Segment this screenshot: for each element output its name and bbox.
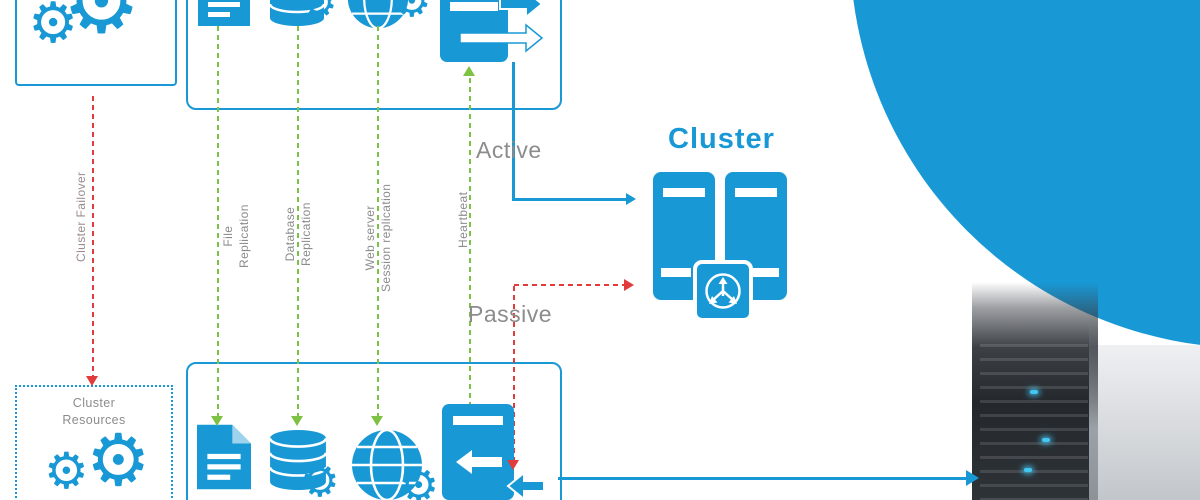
database-icon bbox=[270, 430, 326, 490]
rack-led bbox=[1024, 468, 1032, 472]
passive-server-icon bbox=[442, 404, 545, 500]
passive-connector-horizontal bbox=[514, 284, 626, 286]
active-label: Active bbox=[476, 137, 542, 163]
file-replication-line bbox=[217, 26, 219, 418]
rack-led bbox=[1030, 390, 1038, 394]
heartbeat-text: Heartbeat bbox=[456, 191, 470, 248]
database-replication-label: Database Replication bbox=[283, 202, 314, 266]
cluster-failover-label: Cluster Failover bbox=[74, 172, 90, 262]
passive-arrowhead-down bbox=[507, 460, 519, 470]
rack-led bbox=[1042, 438, 1050, 442]
gear-icon: ⚙ bbox=[86, 418, 151, 500]
file-replication-arrowhead bbox=[211, 416, 223, 426]
file-replication-label: File Replication bbox=[221, 204, 252, 268]
gear-icon: ⚙ bbox=[62, 0, 141, 53]
label-line: Replication bbox=[236, 204, 251, 268]
passive-label: Passive bbox=[468, 301, 553, 327]
gear-icon: ⚙ bbox=[300, 456, 340, 500]
rack-units bbox=[980, 344, 1088, 500]
web-session-replication-label: Web server Session replication bbox=[363, 184, 394, 292]
label-line: Database bbox=[283, 206, 297, 262]
label-line: Web server bbox=[363, 205, 377, 271]
cluster-failover-line bbox=[92, 96, 94, 378]
database-replication-line bbox=[297, 26, 299, 418]
active-server-icon bbox=[440, 0, 544, 62]
file-icon bbox=[197, 424, 251, 490]
active-connector-vertical bbox=[512, 62, 515, 200]
gear-icon: ⚙ bbox=[398, 458, 440, 500]
server-rack-backdrop bbox=[1093, 345, 1200, 500]
web-session-replication-arrowhead bbox=[371, 416, 383, 426]
label-line: Session replication bbox=[378, 183, 393, 292]
active-arrowhead bbox=[626, 193, 636, 205]
database-icon bbox=[270, 0, 324, 26]
globe-icon bbox=[352, 428, 422, 500]
heartbeat-label: Heartbeat bbox=[456, 192, 472, 248]
cluster-resources-box: Cluster Resources bbox=[15, 385, 173, 500]
passive-connector-vertical bbox=[513, 286, 515, 462]
label-line: Cluster bbox=[72, 396, 116, 410]
cluster-failover-text: Cluster Failover bbox=[74, 171, 88, 262]
cluster-servers-icon bbox=[653, 172, 787, 322]
file-icon bbox=[198, 0, 250, 26]
gear-icon: ⚙ bbox=[28, 0, 79, 56]
primary-node-box bbox=[15, 0, 177, 86]
heartbeat-line bbox=[469, 78, 471, 404]
database-replication-arrowhead bbox=[291, 416, 303, 426]
gear-icon: ⚙ bbox=[300, 0, 338, 27]
gear-icon: ⚙ bbox=[392, 0, 432, 27]
server-rack-image bbox=[972, 282, 1098, 500]
label-line: Replication bbox=[298, 202, 313, 266]
label-line: Resources bbox=[62, 412, 126, 427]
heartbeat-arrowhead bbox=[463, 66, 475, 76]
passive-arrowhead-right bbox=[624, 279, 634, 291]
label-line: File bbox=[221, 225, 235, 247]
passive-to-rack-connector bbox=[558, 477, 968, 480]
gear-icon: ⚙ bbox=[44, 442, 89, 500]
cluster-title: Cluster bbox=[668, 123, 775, 155]
load-balancer-icon bbox=[693, 260, 753, 322]
rack-edge-highlight bbox=[1089, 322, 1098, 500]
cluster-failover-arrowhead bbox=[86, 376, 98, 386]
active-connector-horizontal bbox=[512, 198, 628, 201]
cluster-resources-label: Cluster Resources bbox=[17, 395, 171, 429]
web-session-replication-line bbox=[377, 26, 379, 418]
rack-arrowhead bbox=[966, 470, 979, 486]
